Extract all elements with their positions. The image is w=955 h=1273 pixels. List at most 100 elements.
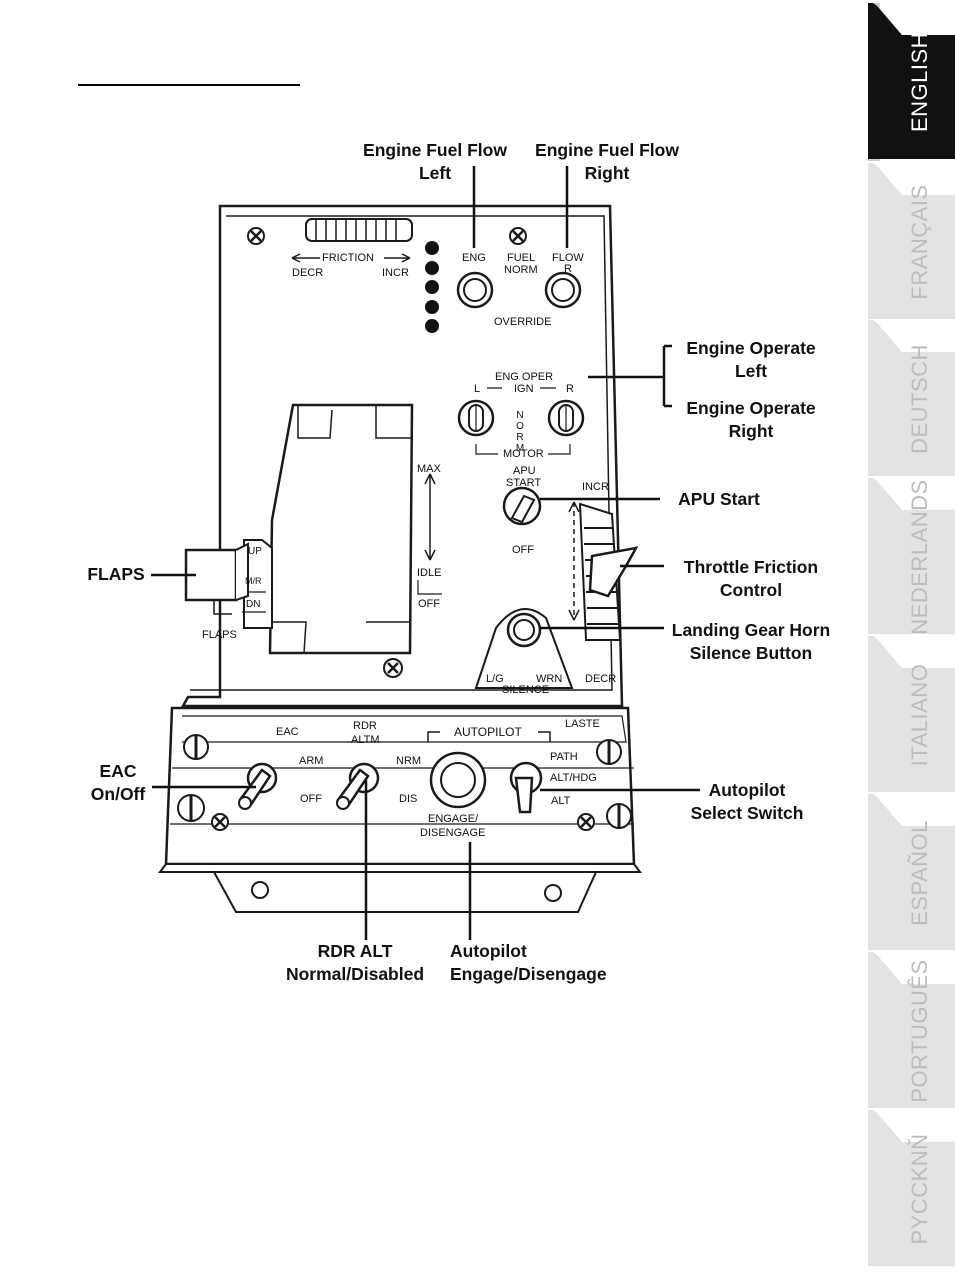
indicator-lights: [425, 241, 439, 333]
label-apu-off: OFF: [512, 544, 534, 556]
label-fuel: FUEL: [507, 252, 535, 264]
slot-screw-icon: [596, 739, 622, 765]
rdr-altm-switch: [336, 762, 380, 810]
screw-icon: [577, 813, 595, 831]
label-l: L: [474, 383, 480, 395]
language-tab-2[interactable]: DEUTSCH: [868, 320, 955, 478]
label-decr2: DECR: [585, 673, 616, 685]
label-incr2: INCR: [582, 481, 609, 493]
label-motor: MOTOR: [503, 448, 544, 460]
callout-leaders: [151, 166, 700, 940]
label-alt-hdg: ALT/HDG: [550, 772, 597, 784]
label-engage: ENGAGE/: [428, 813, 479, 825]
friction-wheel: [305, 218, 413, 242]
label-arm: ARM: [299, 755, 323, 767]
language-tab-1[interactable]: FRANÇAIS: [868, 163, 955, 321]
language-tab-6[interactable]: PORTUGUÊS: [868, 952, 955, 1110]
slot-screw-icon: [177, 794, 205, 822]
tab-shape: [868, 636, 955, 792]
tab-shape: [868, 163, 955, 319]
control-panel-diagram: FRICTION DECR INCR ENG FUEL NORM FLOW R …: [151, 166, 700, 940]
label-eng: ENG: [462, 252, 486, 264]
label-rdr: RDR: [353, 720, 377, 732]
label-r2: R: [566, 383, 574, 395]
label-ign: IGN: [514, 383, 534, 395]
language-tab-0[interactable]: ENGLISH: [868, 3, 955, 161]
autopilot-select-switch: [509, 761, 543, 814]
label-laste: LASTE: [565, 718, 600, 730]
language-tab-7[interactable]: PYCCKNŇ: [868, 1110, 955, 1268]
label-eac-off: OFF: [300, 793, 322, 805]
label-eng-oper: ENG OPER: [495, 371, 553, 383]
language-tab-3[interactable]: NEDERLANDS: [868, 478, 955, 636]
tab-shape: [868, 478, 955, 634]
label-alt: ALT: [551, 795, 571, 807]
callout-apu-start: APU Start: [678, 489, 760, 509]
label-autopilot: AUTOPILOT: [454, 725, 522, 739]
screw-icon: [247, 227, 265, 245]
label-nrm: NRM: [396, 755, 421, 767]
label-idle-off: OFF: [418, 598, 440, 610]
label-override: OVERRIDE: [494, 316, 551, 328]
label-silence: SILENCE: [502, 684, 549, 696]
label-dis: DIS: [399, 793, 417, 805]
throttle-friction-control: [578, 502, 639, 641]
label-wrn: WRN: [536, 673, 562, 685]
screw-icon: [211, 813, 229, 831]
mounting-bracket: [212, 871, 598, 913]
label-norm: NORM: [504, 264, 538, 276]
eng-oper-right-switch: [547, 399, 585, 437]
label-flow: FLOW: [552, 252, 584, 264]
label-start: START: [506, 477, 541, 489]
label-mr: M/R: [245, 576, 262, 586]
tab-label: ESPAÑOL: [906, 820, 932, 926]
fuel-flow-right-button: [544, 271, 582, 309]
label-incr: INCR: [382, 267, 409, 279]
label-lg: L/G: [486, 673, 504, 685]
autopilot-engage-button: [429, 751, 487, 809]
tab-label: NEDERLANDS: [906, 479, 932, 635]
fuel-flow-left-button: [456, 271, 494, 309]
label-disengage: DISENGAGE: [420, 827, 485, 839]
screw-icon: [509, 227, 527, 245]
tab-shape: [868, 3, 955, 161]
tab-label: FRANÇAIS: [906, 184, 932, 300]
tab-label: PORTUGUÊS: [906, 959, 932, 1103]
tab-shape: [868, 1110, 955, 1266]
label-norm-vertical: NORM: [515, 410, 526, 454]
label-decr: DECR: [292, 267, 323, 279]
label-altm: ALTM: [351, 734, 380, 746]
label-eac: EAC: [276, 726, 299, 738]
eng-oper-left-switch: [457, 399, 495, 437]
slot-screw-icon: [606, 803, 632, 829]
apu-start-switch: [502, 486, 542, 526]
tab-shape: [868, 952, 955, 1108]
callout-flaps: FLAPS: [87, 564, 145, 584]
label-dn: DN: [246, 599, 260, 610]
label-apu: APU: [513, 465, 536, 477]
slot-screw-icon: [183, 734, 209, 760]
tab-label: DEUTSCH: [906, 344, 932, 454]
tab-label: ITALIANO: [906, 663, 932, 767]
label-friction: FRICTION: [322, 252, 374, 264]
label-path: PATH: [550, 751, 578, 763]
tab-label: PYCCKNŇ: [906, 1133, 932, 1245]
tab-label: ENGLISH: [906, 31, 932, 133]
tab-shape: [868, 320, 955, 476]
header-rule: [78, 84, 300, 86]
label-r: R: [564, 263, 572, 275]
screw-icon: [383, 658, 403, 678]
language-tab-4[interactable]: ITALIANO: [868, 636, 955, 794]
language-tab-5[interactable]: ESPAÑOL: [868, 794, 955, 952]
label-idle: IDLE: [417, 567, 441, 579]
